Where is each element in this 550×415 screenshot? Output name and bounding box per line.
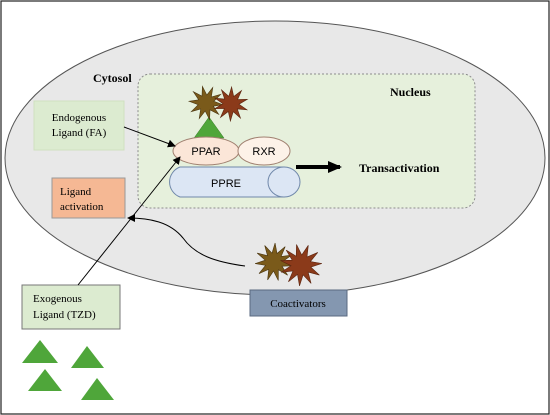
exogenous-ligand-line2: Ligand (TZD) [33, 309, 96, 321]
ligand-star-rust [213, 85, 249, 123]
ligand-triangle-free [81, 378, 114, 400]
cytosol-label: Cytosol [93, 71, 132, 85]
ppar-label: PPAR [191, 146, 220, 158]
exogenous-ligand-box [21, 284, 121, 330]
ligand-star-olive [187, 85, 225, 121]
coactivators-label: Coactivators [270, 298, 326, 310]
coactivators-box [249, 289, 348, 317]
ligand-triangle-free [71, 346, 104, 368]
ligand-triangle-free [28, 369, 62, 391]
coactivator-arrow [127, 214, 246, 267]
endogenous-ligand-line1: Endogenous [52, 112, 106, 124]
coactivator-star-rust [280, 244, 322, 286]
endogenous-arrow [123, 126, 176, 148]
ppre-cylinder-end [267, 166, 301, 198]
exogenous-ligand-line1: Exogenous [33, 293, 82, 305]
rxr-ellipse [237, 136, 291, 166]
ppre-label: PPRE [211, 178, 241, 190]
ligand-activation-line2: activation [60, 201, 104, 213]
rxr-label: RXR [252, 146, 275, 158]
ligand-activation-box [51, 177, 126, 219]
endogenous-ligand-box [33, 100, 125, 151]
endogenous-ligand-line2: Ligand (FA) [52, 127, 107, 139]
ligand-triangle-free [22, 340, 58, 363]
nucleus-label: Nucleus [390, 85, 431, 99]
ligand-activation-line1: Ligand [60, 186, 92, 198]
transactivation-label: Transactivation [359, 161, 440, 175]
